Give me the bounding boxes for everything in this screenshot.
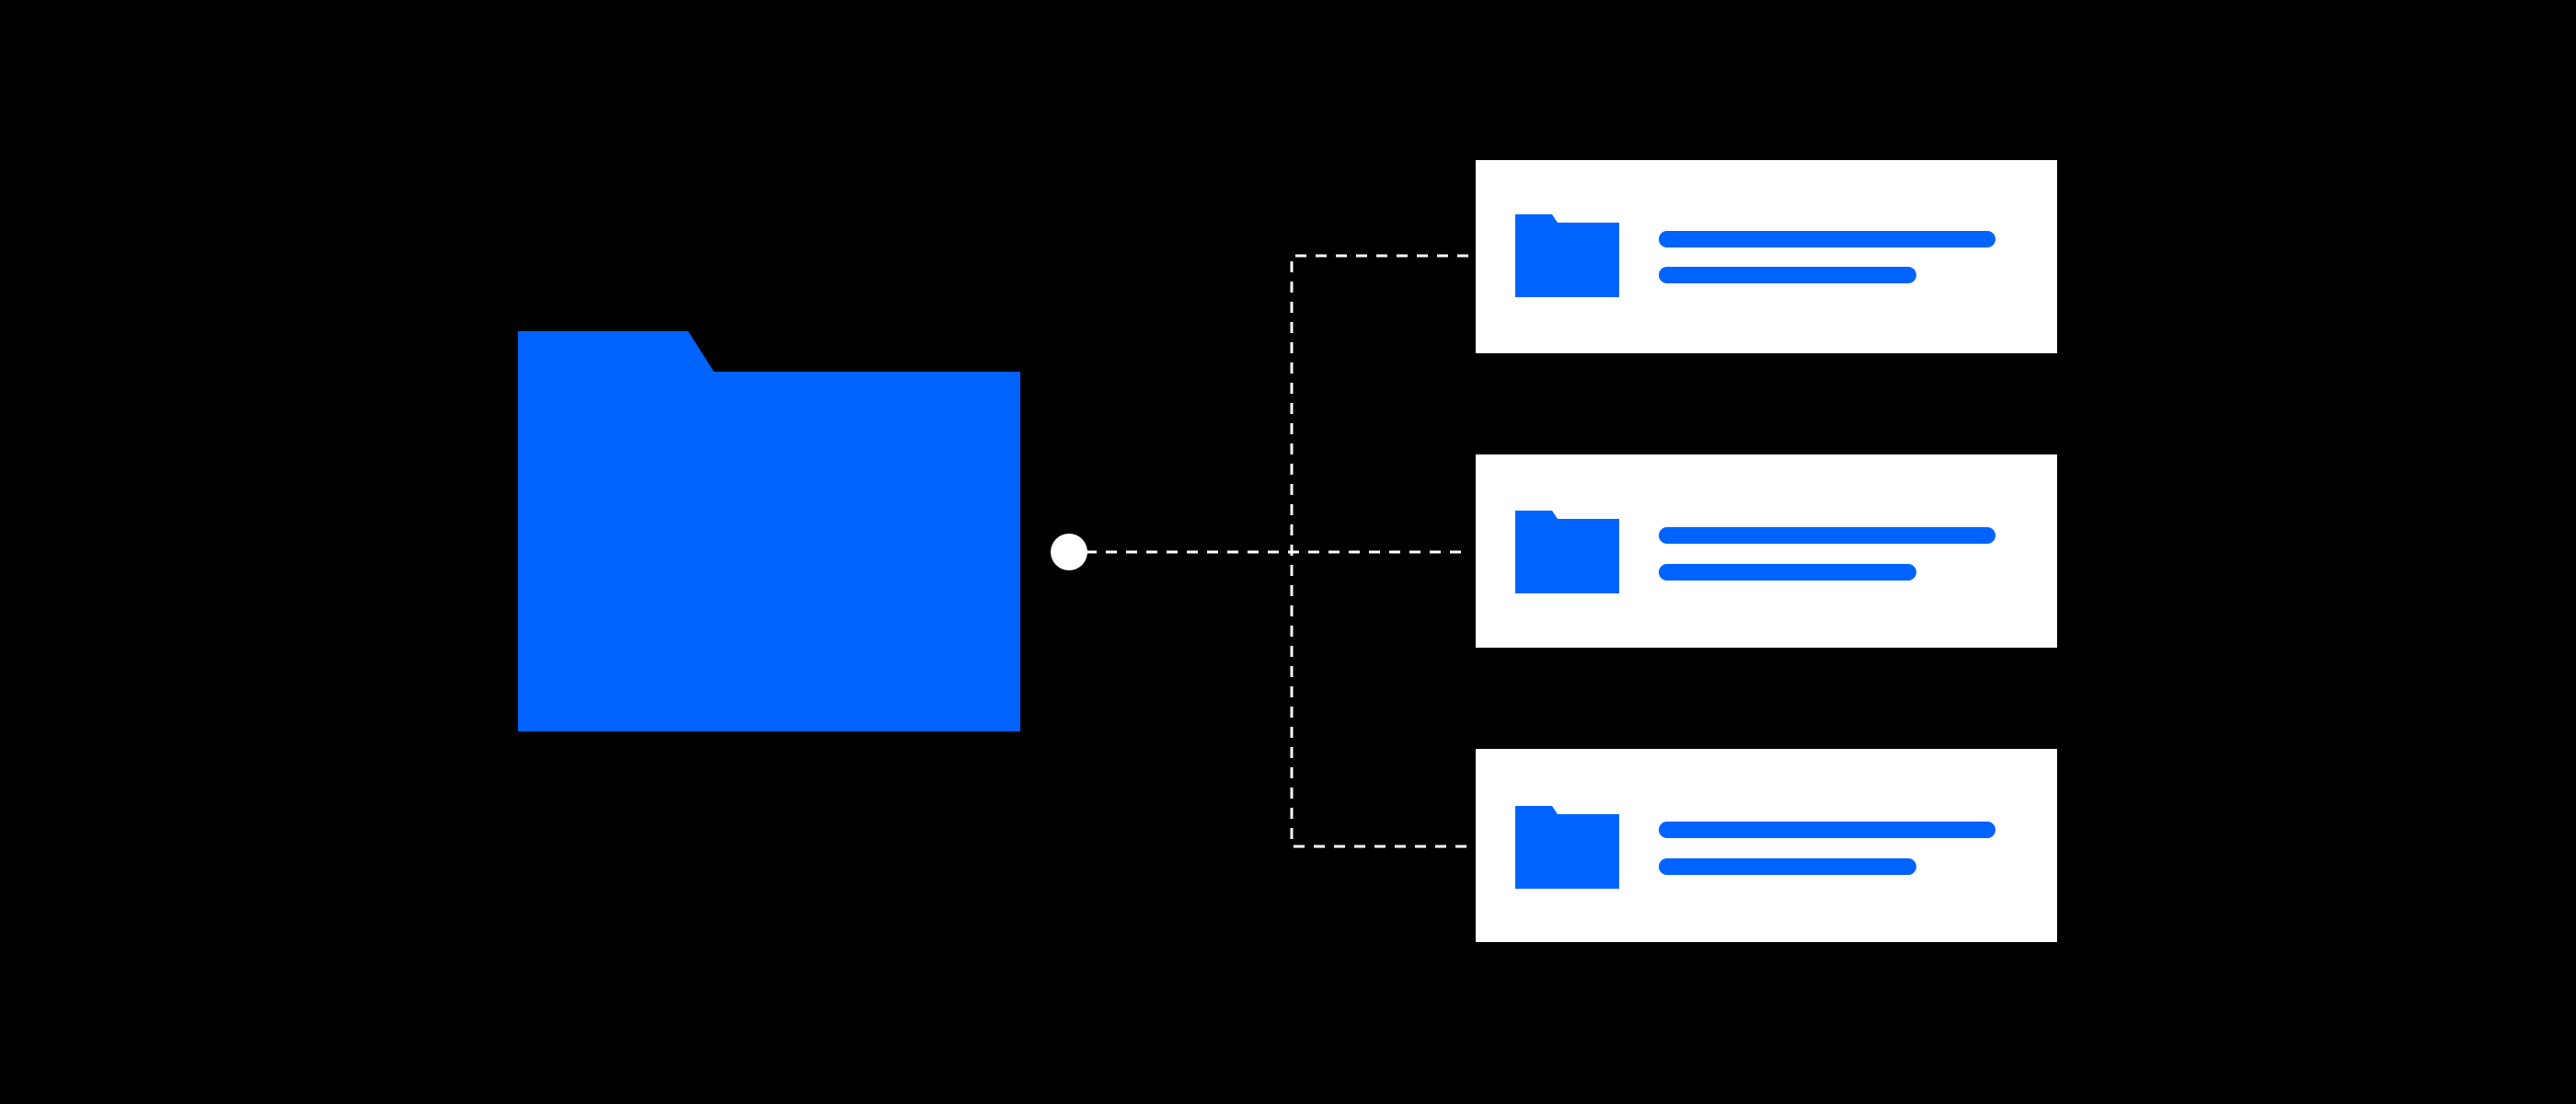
connector-lines xyxy=(1086,254,1468,848)
child-folder-card xyxy=(1476,454,2057,648)
child-folder-icon xyxy=(1515,806,1619,889)
child-folder-icon xyxy=(1515,214,1619,297)
connector-branch xyxy=(1290,254,1468,848)
child-folder-icon xyxy=(1515,511,1619,593)
child-folder-card xyxy=(1476,160,2057,353)
parent-folder-icon xyxy=(518,331,1020,731)
child-folder-card xyxy=(1476,749,2057,942)
connector-node xyxy=(1051,534,1087,570)
